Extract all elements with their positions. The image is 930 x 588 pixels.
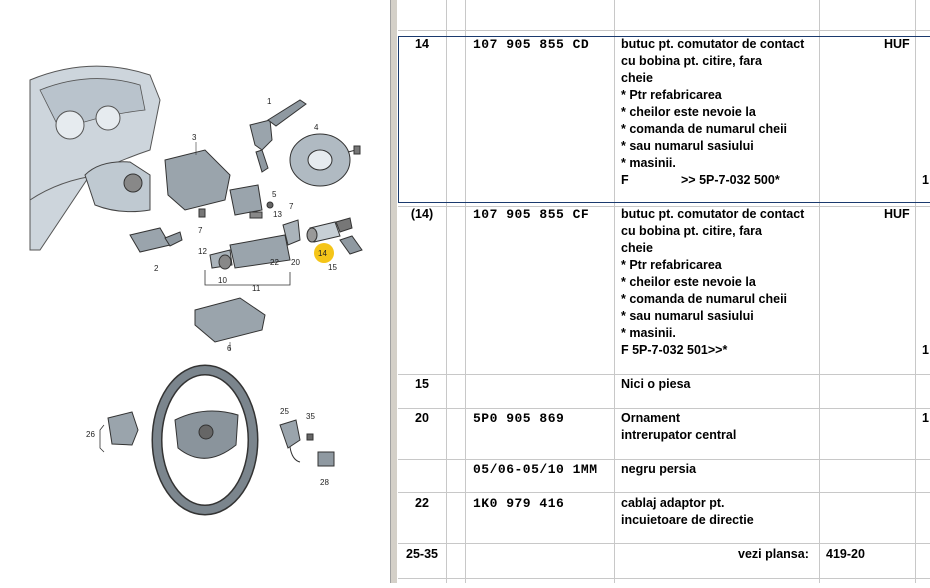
- selected-row-highlight: [398, 36, 930, 203]
- description-line: * comanda de numarul cheii: [621, 292, 788, 306]
- callout-label: 7: [289, 202, 294, 211]
- callout-label: 5: [272, 190, 277, 199]
- position-cell: 25-35: [406, 547, 438, 561]
- part-number-cell: 5P0 905 869: [473, 411, 565, 426]
- panel-splitter[interactable]: [390, 0, 398, 583]
- highlight-marker: [314, 243, 334, 263]
- description-line: * Ptr refabricarea: [621, 88, 722, 102]
- callout-label: 2: [154, 264, 159, 273]
- description-line: >> 5P-7-032 500*: [681, 173, 780, 187]
- callout-label: 25: [280, 407, 289, 416]
- callout-label: 15: [328, 263, 337, 272]
- description-line: cablaj adaptor pt.: [621, 496, 725, 510]
- description-line: * sau numarul sasiului: [621, 139, 754, 153]
- description-line: * masinii.: [621, 156, 676, 170]
- callout-label: 1: [267, 97, 272, 106]
- description-line: * comanda de numarul cheii: [621, 122, 788, 136]
- callout-label: 12: [198, 247, 207, 256]
- quantity-cell: 1: [922, 411, 929, 425]
- callout-label: 13: [273, 210, 282, 219]
- parts-table: 14 107 905 855 CD butuc pt. comutator de…: [398, 0, 930, 583]
- parts-diagram: 1 2 3 4 5 6 7 7 10 11 12 13 14 15 20 22 …: [0, 0, 390, 583]
- part-number-cell: 1K0 979 416: [473, 496, 565, 511]
- description-line: * cheilor este nevoie la: [621, 275, 756, 289]
- description-line: intrerupator central: [621, 428, 737, 442]
- position-cell: 22: [415, 496, 429, 510]
- position-cell: 15: [415, 377, 429, 391]
- callout-label: 20: [291, 258, 300, 267]
- description-line: * masinii.: [621, 326, 676, 340]
- description-line: F: [621, 173, 629, 187]
- description-line: F 5P-7-032 501>>*: [621, 343, 728, 357]
- part-number-cell: 107 905 855 CF: [473, 207, 590, 222]
- description-line: * Ptr refabricarea: [621, 258, 722, 272]
- callout-label: 11: [252, 284, 261, 293]
- callout-label: 3: [192, 133, 197, 142]
- description-line: * sau numarul sasiului: [621, 309, 754, 323]
- description-line: butuc pt. comutator de contact: [621, 37, 805, 51]
- quantity-cell: 1: [922, 343, 929, 357]
- see-plate-label: vezi plansa:: [738, 547, 809, 561]
- description-line: negru persia: [621, 462, 697, 476]
- position-cell: (14): [410, 207, 434, 221]
- callout-label: 7: [198, 226, 203, 235]
- callout-label: 4: [314, 123, 319, 132]
- callout-label: 14: [318, 249, 327, 258]
- description-line: Ornament: [621, 411, 681, 425]
- description-line: incuietoare de directie: [621, 513, 754, 527]
- position-cell: 20: [415, 411, 429, 425]
- manufacturer-cell: HUF: [884, 37, 910, 51]
- position-cell: 14: [415, 37, 429, 51]
- callout-label: 10: [218, 276, 227, 285]
- exploded-view-illustration: 1 2 3 4 5 6 7 7 10 11 12 13 14 15 20 22 …: [29, 65, 363, 516]
- description-line: * cheilor este nevoie la: [621, 105, 756, 119]
- manufacturer-cell: HUF: [884, 207, 910, 221]
- callout-label: 22: [270, 258, 279, 267]
- description-line: cu bobina pt. citire, fara: [621, 54, 762, 68]
- callout-label: 35: [306, 412, 315, 421]
- description-line: Nici o piesa: [621, 377, 691, 391]
- description-line: butuc pt. comutator de contact: [621, 207, 805, 221]
- description-line: cheie: [621, 241, 653, 255]
- callout-label: 26: [86, 430, 95, 439]
- see-plate-link[interactable]: 419-20: [826, 547, 865, 561]
- callout-label: 28: [320, 478, 329, 487]
- description-line: cheie: [621, 71, 653, 85]
- description-line: cu bobina pt. citire, fara: [621, 224, 762, 238]
- callout-label: 6: [227, 344, 232, 353]
- quantity-cell: 1: [922, 173, 929, 187]
- part-number-cell: 107 905 855 CD: [473, 37, 590, 52]
- date-range-cell: 05/06-05/10 1MM: [473, 462, 598, 477]
